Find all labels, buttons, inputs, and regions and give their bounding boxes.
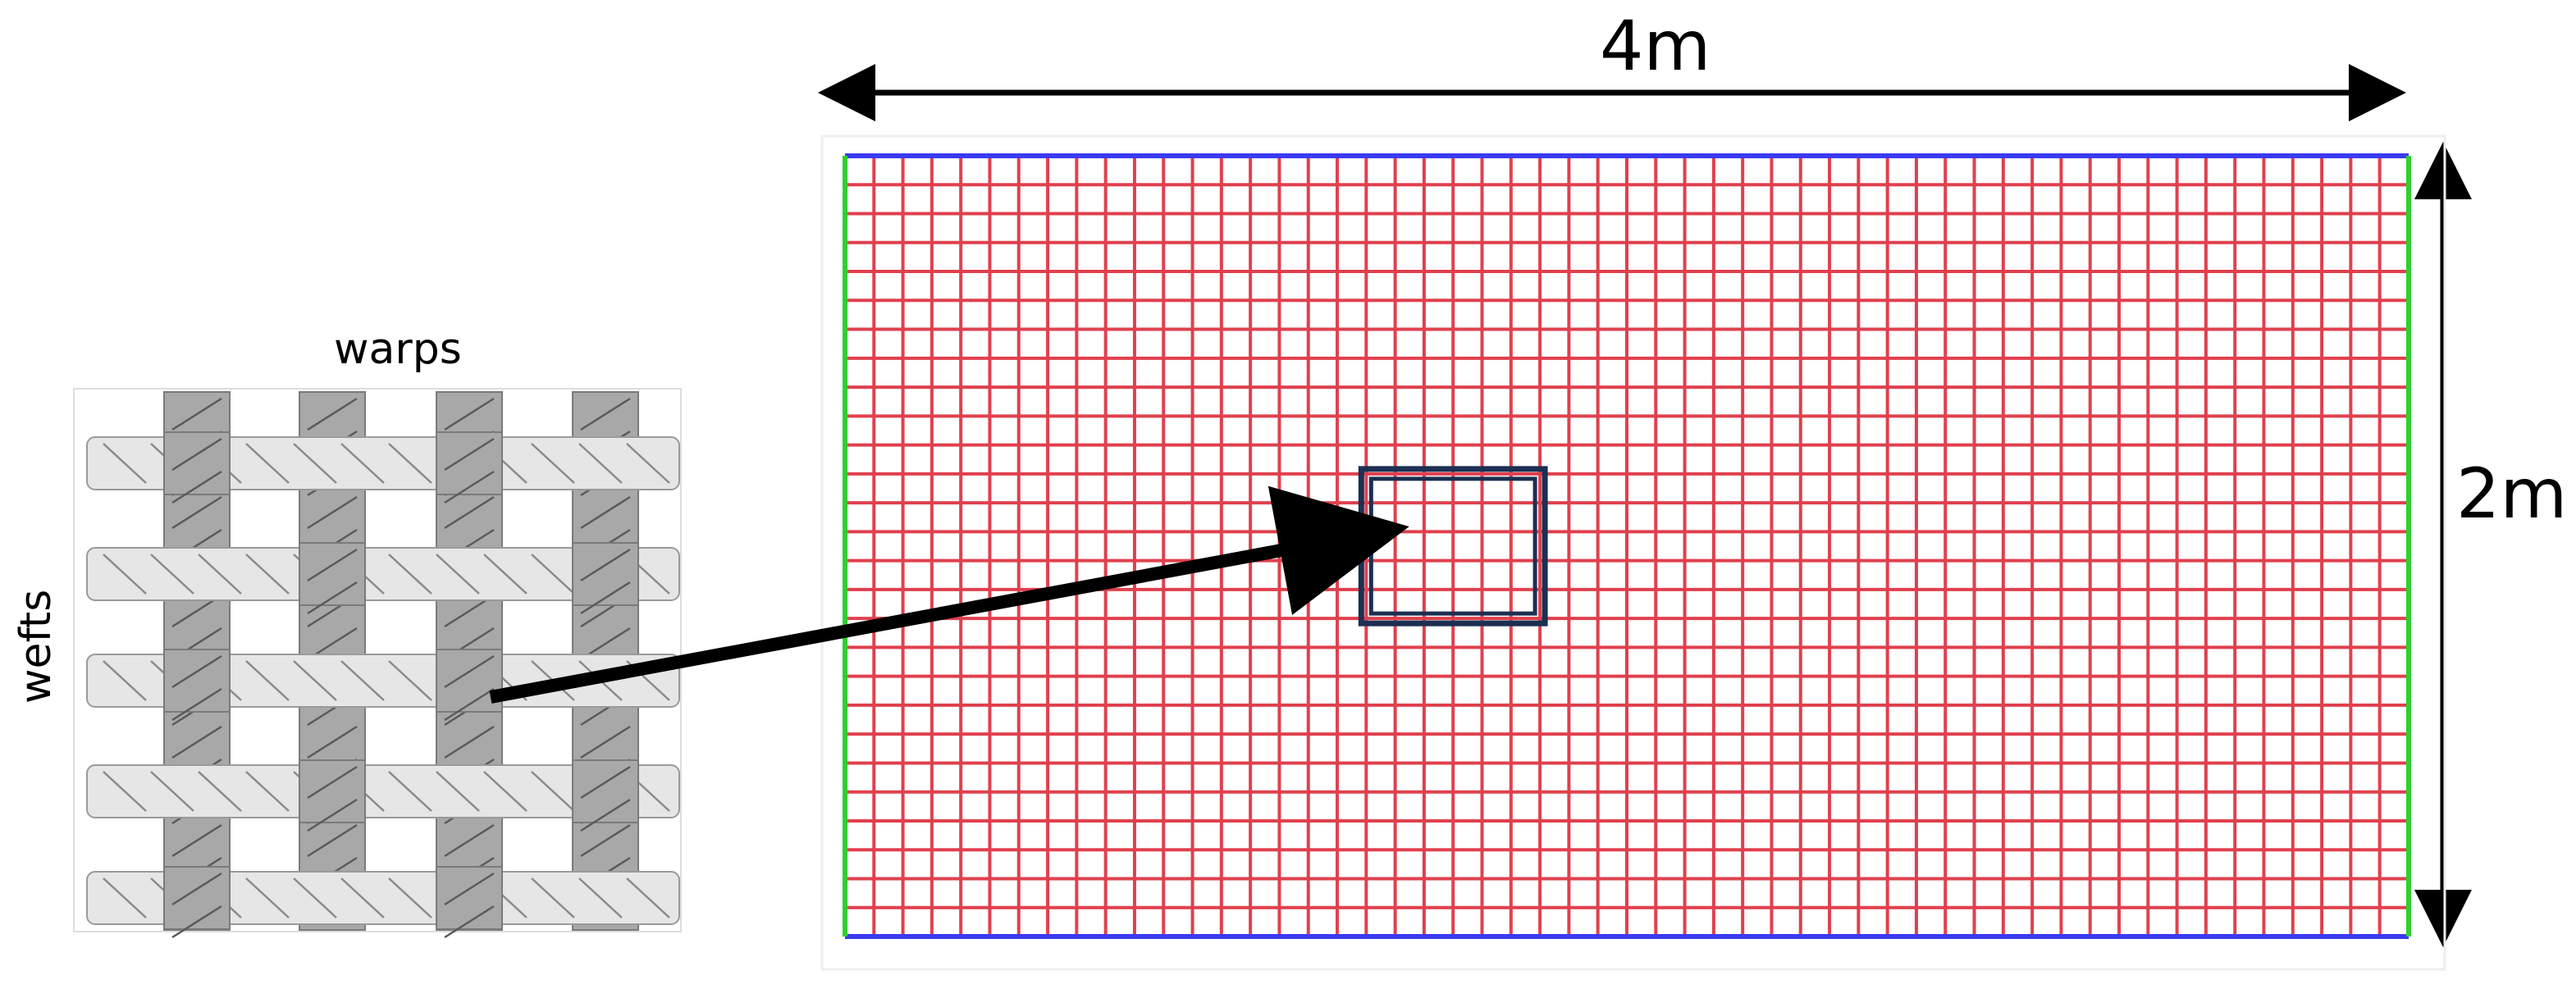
weft-twist-line xyxy=(245,554,290,595)
warp-twist-line xyxy=(307,725,358,759)
weft-twist-line xyxy=(103,771,147,812)
warp-yarn xyxy=(163,431,231,495)
warp-yarn xyxy=(299,542,366,606)
warp-twist-line xyxy=(307,581,358,615)
weft-twist-line xyxy=(103,443,147,484)
wefts-label: wefts xyxy=(11,589,61,704)
warp-twist-line xyxy=(580,725,631,759)
warp-twist-line xyxy=(307,495,358,530)
warp-twist-line xyxy=(171,823,222,858)
warp-twist-line xyxy=(307,823,358,858)
weft-twist-line xyxy=(531,443,575,484)
mesh-panel-frame xyxy=(820,134,2446,971)
warp-twist-line xyxy=(580,548,631,582)
fabric-mesh-grid xyxy=(820,134,2446,971)
warp-twist-line xyxy=(307,397,358,431)
width-label: 4m xyxy=(1600,6,1711,86)
warp-twist-line xyxy=(171,654,222,689)
warp-twist-line xyxy=(444,905,495,939)
warp-twist-line xyxy=(444,725,495,759)
warp-twist-line xyxy=(171,495,222,530)
weft-twist-line xyxy=(293,660,337,701)
warp-yarn xyxy=(436,866,503,930)
warp-yarn xyxy=(299,759,366,823)
warp-twist-line xyxy=(307,798,358,832)
warp-twist-line xyxy=(171,725,222,759)
warp-yarn xyxy=(572,759,639,823)
weft-twist-line xyxy=(293,443,337,484)
warp-yarn xyxy=(436,431,503,495)
warp-twist-line xyxy=(171,437,222,472)
warp-twist-line xyxy=(580,765,631,800)
warp-yarn xyxy=(163,866,231,930)
weft-twist-line xyxy=(293,877,337,918)
warp-twist-line xyxy=(171,872,222,906)
weft-twist-line xyxy=(103,877,147,918)
warp-twist-line xyxy=(444,872,495,906)
warp-twist-line xyxy=(444,654,495,689)
weave-illustration xyxy=(73,388,682,939)
warp-twist-line xyxy=(171,470,222,504)
warp-twist-line xyxy=(444,687,495,722)
weft-twist-line xyxy=(626,877,670,918)
weft-twist-line xyxy=(531,877,575,918)
weft-twist-line xyxy=(436,771,480,812)
weft-twist-line xyxy=(388,660,432,701)
warp-twist-line xyxy=(307,765,358,800)
warp-twist-line xyxy=(580,823,631,858)
weft-twist-line xyxy=(245,877,290,918)
weft-twist-line xyxy=(388,554,432,595)
warp-twist-line xyxy=(580,581,631,615)
weft-twist-line xyxy=(531,771,575,812)
warp-twist-line xyxy=(444,397,495,431)
weft-twist-line xyxy=(245,771,290,812)
weft-twist-line xyxy=(103,660,147,701)
warp-twist-line xyxy=(307,548,358,582)
warp-twist-line xyxy=(444,823,495,858)
weft-twist-line xyxy=(150,554,194,595)
weft-twist-line xyxy=(388,771,432,812)
weft-twist-line xyxy=(388,443,432,484)
zoom-connector-arrow xyxy=(489,485,1409,704)
warp-twist-line xyxy=(580,495,631,530)
weft-twist-line xyxy=(626,443,670,484)
weft-twist-line xyxy=(198,554,242,595)
warps-label: warps xyxy=(334,325,462,374)
warp-twist-line xyxy=(444,470,495,504)
weft-twist-line xyxy=(245,443,290,484)
warp-yarn xyxy=(572,542,639,606)
weft-twist-line xyxy=(483,554,528,595)
weft-twist-line xyxy=(531,554,575,595)
weft-twist-line xyxy=(340,877,385,918)
warp-twist-line xyxy=(444,495,495,530)
warp-twist-line xyxy=(580,798,631,832)
height-label: 2m xyxy=(2456,453,2568,534)
weft-twist-line xyxy=(340,443,385,484)
weft-twist-line xyxy=(340,660,385,701)
warp-twist-line xyxy=(580,397,631,431)
weft-twist-line xyxy=(578,443,623,484)
warp-twist-line xyxy=(171,687,222,722)
weft-twist-line xyxy=(578,877,623,918)
weft-twist-line xyxy=(150,771,194,812)
weft-twist-line xyxy=(245,660,290,701)
weft-twist-line xyxy=(436,554,480,595)
warp-yarn xyxy=(163,649,231,713)
warp-twist-line xyxy=(171,397,222,431)
warp-twist-line xyxy=(171,905,222,939)
weft-twist-line xyxy=(388,877,432,918)
weft-twist-line xyxy=(198,771,242,812)
weft-twist-line xyxy=(483,771,528,812)
weft-twist-line xyxy=(103,554,147,595)
warp-twist-line xyxy=(444,437,495,472)
warp-yarn xyxy=(436,649,503,713)
